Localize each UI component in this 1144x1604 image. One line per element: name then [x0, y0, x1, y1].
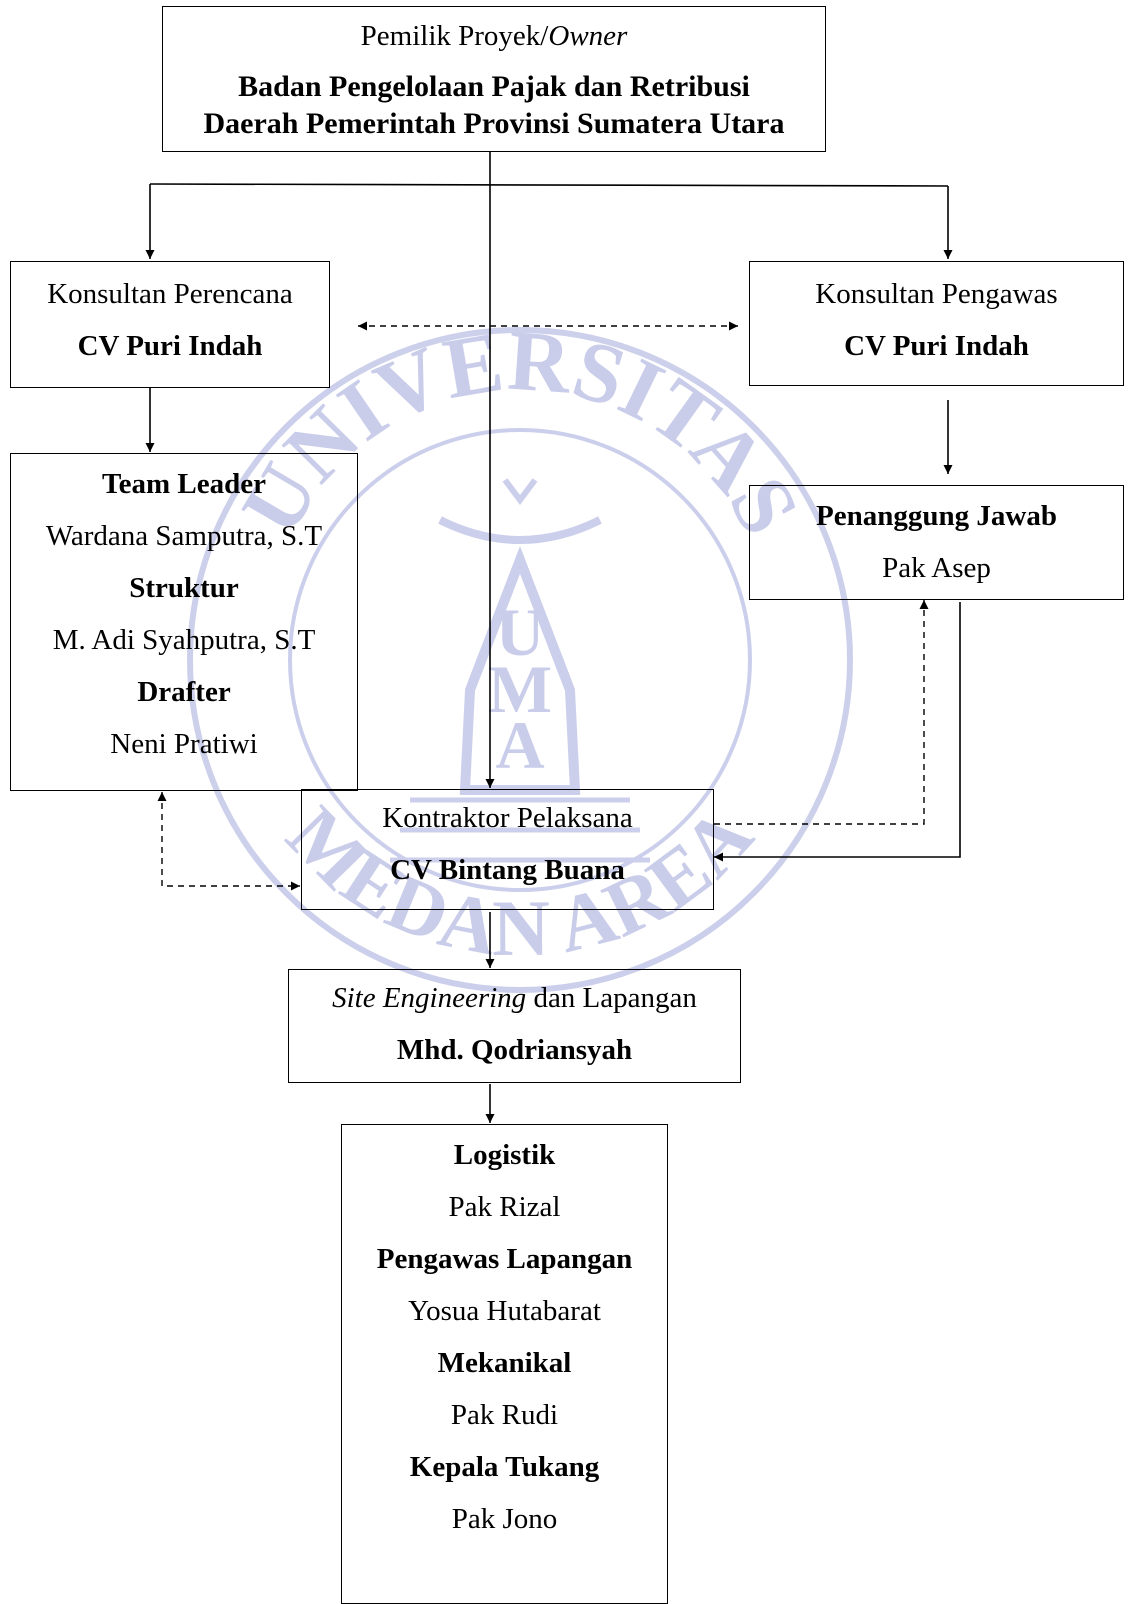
team-leader-person: Wardana Samputra, S.T: [45, 520, 323, 552]
site-engineering-name: Mhd. Qodriansyah: [396, 1034, 633, 1066]
penanggung-jawab-box: Penanggung Jawab Pak Asep: [749, 485, 1124, 600]
owner-role-italic: Owner: [548, 20, 628, 52]
penanggung-jawab-title: Penanggung Jawab: [816, 500, 1057, 532]
pengawas-lapangan-person: Yosua Hutabarat: [408, 1295, 601, 1327]
logistik-person: Pak Rizal: [448, 1191, 561, 1223]
owner-box: Pemilik Proyek/Owner Badan Pengelolaan P…: [162, 6, 826, 152]
mekanikal-person: Pak Rudi: [450, 1399, 559, 1431]
konsultan-perencana-role: Konsultan Perencana: [47, 278, 293, 310]
site-engineering-box: Site Engineering dan Lapangan Mhd. Qodri…: [288, 969, 741, 1083]
kontraktor-box: Kontraktor Pelaksana CV Bintang Buana: [301, 789, 714, 910]
watermark-letter-u: U: [495, 594, 544, 670]
kepala-tukang-person: Pak Jono: [451, 1503, 558, 1535]
drafter-title: Drafter: [137, 676, 231, 708]
konsultan-pengawas-box: Konsultan Pengawas CV Puri Indah: [749, 261, 1124, 386]
watermark-letter-m: M: [488, 651, 552, 727]
mekanikal-title: Mekanikal: [437, 1347, 572, 1379]
konsultan-perencana-box: Konsultan Perencana CV Puri Indah: [10, 261, 330, 388]
kontraktor-role: Kontraktor Pelaksana: [382, 802, 633, 834]
solid-connectors: [145, 152, 961, 1123]
contractor-to-penanggung-dashed-arrow: [714, 600, 929, 825]
logistik-title: Logistik: [453, 1139, 556, 1171]
planning-team-box: Team Leader Wardana Samputra, S.T Strukt…: [10, 453, 358, 791]
owner-name-line1: Badan Pengelolaan Pajak dan Retribusi: [238, 70, 750, 103]
kepala-tukang-title: Kepala Tukang: [409, 1451, 600, 1483]
watermark-letter-a: A: [495, 707, 544, 783]
site-engineering-role-italic: Site Engineering: [332, 982, 527, 1014]
team-contractor-coordination-arrow: [157, 792, 300, 891]
struktur-person: M. Adi Syahputra, S.T: [52, 624, 316, 656]
drafter-person: Neni Pratiwi: [110, 728, 258, 760]
owner-branch-line: [149, 183, 949, 187]
team-leader-title: Team Leader: [101, 468, 267, 500]
kontraktor-name: CV Bintang Buana: [390, 854, 625, 886]
dashed-connectors: [157, 321, 929, 891]
field-team-box: Logistik Pak Rizal Pengawas Lapangan Yos…: [341, 1124, 668, 1604]
penanggung-jawab-person: Pak Asep: [882, 552, 991, 584]
struktur-title: Struktur: [129, 572, 239, 604]
penanggung-to-contractor-arrow: [714, 602, 961, 862]
konsultan-perencana-name: CV Puri Indah: [77, 330, 263, 362]
site-engineering-role: Site Engineering dan Lapangan: [332, 982, 697, 1014]
pengawas-lapangan-title: Pengawas Lapangan: [376, 1243, 633, 1275]
owner-role: Pemilik Proyek/Owner: [360, 20, 628, 52]
konsultan-pengawas-role: Konsultan Pengawas: [815, 278, 1058, 310]
owner-name-line2: Daerah Pemerintah Provinsi Sumatera Utar…: [203, 107, 785, 140]
konsultan-pengawas-name: CV Puri Indah: [844, 330, 1029, 362]
